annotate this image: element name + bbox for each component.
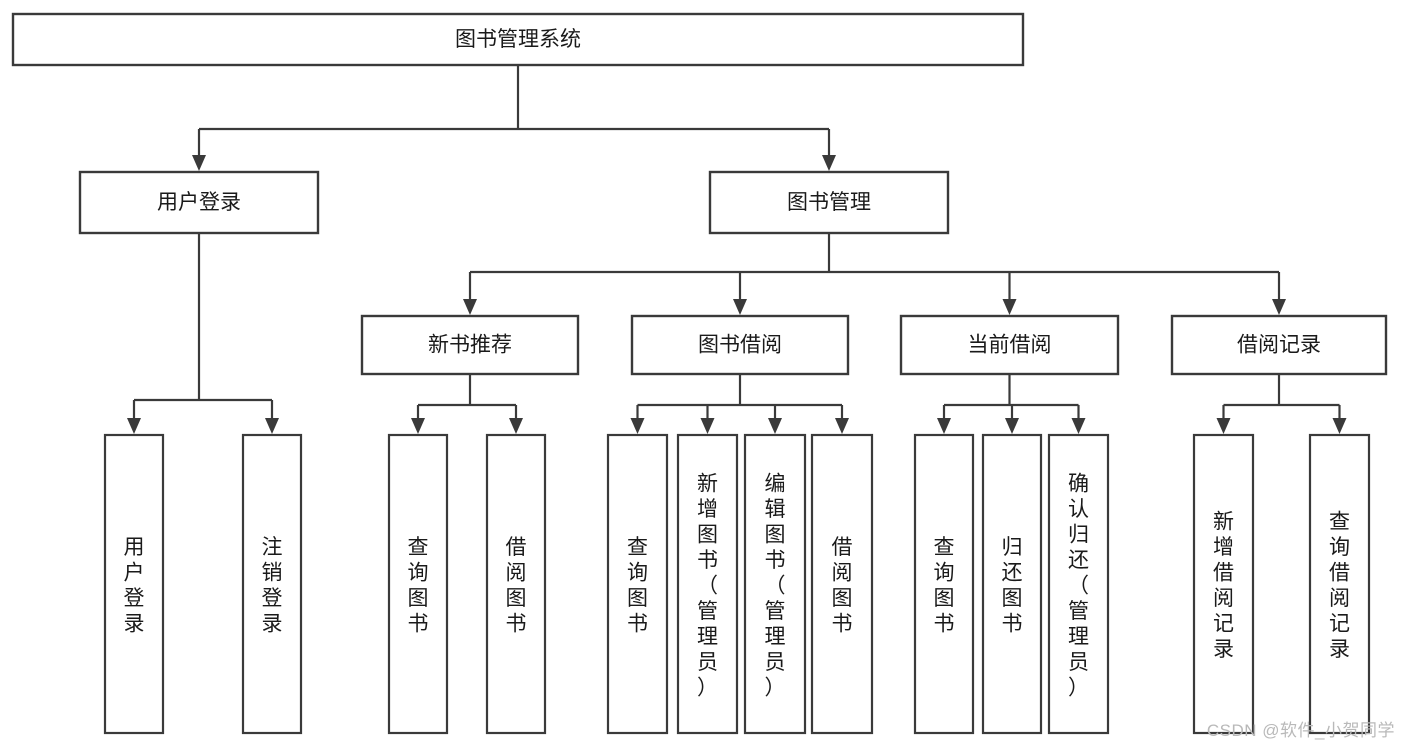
arrow-head-icon bbox=[192, 155, 206, 171]
node-r-query[interactable]: 查询借阅记录 bbox=[1308, 433, 1371, 735]
node-box bbox=[708, 170, 950, 235]
node-box bbox=[1047, 433, 1110, 735]
arrow-head-icon bbox=[1071, 418, 1086, 434]
arrow-head-icon bbox=[700, 418, 715, 434]
node-label: 确认归还（管理员） bbox=[1068, 472, 1089, 699]
node-c-query[interactable]: 查询图书 bbox=[913, 433, 975, 735]
node-label: 当前借阅 bbox=[968, 334, 1052, 357]
node-label: 图书管理 bbox=[787, 191, 871, 214]
node-label: 查询借阅记录 bbox=[1329, 511, 1350, 662]
node-c-return[interactable]: 归还图书 bbox=[981, 433, 1043, 735]
arrow-head-icon bbox=[1216, 418, 1231, 434]
node-box bbox=[1192, 433, 1255, 735]
arrow-head-icon bbox=[411, 418, 425, 434]
arrow-head-icon bbox=[1005, 418, 1019, 434]
node-box bbox=[606, 433, 669, 735]
node-label: 注销登录 bbox=[262, 536, 283, 636]
arrow-head-icon bbox=[1002, 299, 1017, 315]
node-box bbox=[387, 433, 449, 735]
node-b-lend[interactable]: 借阅图书 bbox=[810, 433, 874, 735]
edges-layer bbox=[127, 65, 1347, 434]
arrow-head-icon bbox=[630, 418, 645, 434]
arrow-head-icon bbox=[463, 299, 477, 315]
node-r-add[interactable]: 新增借阅记录 bbox=[1192, 433, 1255, 735]
arrow-head-icon bbox=[1272, 299, 1286, 315]
node-label: 图书管理系统 bbox=[455, 28, 581, 51]
node-label: 用户登录 bbox=[157, 191, 241, 214]
node-label: 借阅图书 bbox=[832, 536, 853, 636]
node-box bbox=[981, 433, 1043, 735]
arrow-head-icon bbox=[265, 418, 279, 434]
node-b-query[interactable]: 查询图书 bbox=[606, 433, 669, 735]
node-box bbox=[360, 314, 580, 376]
node-current[interactable]: 当前借阅 bbox=[899, 314, 1120, 376]
arrow-head-icon bbox=[937, 418, 951, 434]
node-label: 查询图书 bbox=[627, 536, 648, 636]
node-box bbox=[103, 433, 165, 735]
node-label: 查询图书 bbox=[408, 536, 429, 636]
node-n-borrow[interactable]: 借阅图书 bbox=[485, 433, 547, 735]
node-box bbox=[78, 170, 320, 235]
node-c-confirm[interactable]: 确认归还（管理员） bbox=[1047, 433, 1110, 735]
node-box bbox=[485, 433, 547, 735]
node-b-add[interactable]: 新增图书（管理员） bbox=[676, 433, 739, 735]
node-box bbox=[913, 433, 975, 735]
node-label: 新增图书（管理员） bbox=[697, 472, 718, 699]
csdn-watermark: CSDN @软件_小贺同学 bbox=[1206, 721, 1395, 740]
node-label: 归还图书 bbox=[1002, 536, 1023, 636]
node-n-query[interactable]: 查询图书 bbox=[387, 433, 449, 735]
node-b-edit[interactable]: 编辑图书（管理员） bbox=[743, 433, 807, 735]
arrow-head-icon bbox=[768, 418, 782, 434]
node-box bbox=[630, 314, 850, 376]
node-label: 用户登录 bbox=[124, 536, 145, 636]
node-box bbox=[241, 433, 303, 735]
node-box bbox=[810, 433, 874, 735]
arrow-head-icon bbox=[733, 299, 747, 315]
node-bookmgmt[interactable]: 图书管理 bbox=[708, 170, 950, 235]
arrow-head-icon bbox=[1332, 418, 1347, 434]
arrow-head-icon bbox=[127, 418, 141, 434]
node-l-logout[interactable]: 注销登录 bbox=[241, 433, 303, 735]
nodes-layer: 图书管理系统用户登录图书管理新书推荐图书借阅当前借阅借阅记录用户登录注销登录查询… bbox=[11, 12, 1388, 735]
node-box bbox=[1170, 314, 1388, 376]
node-box bbox=[743, 433, 807, 735]
node-box bbox=[676, 433, 739, 735]
node-label: 新增借阅记录 bbox=[1213, 511, 1234, 662]
node-label: 图书借阅 bbox=[698, 334, 782, 357]
node-login[interactable]: 用户登录 bbox=[78, 170, 320, 235]
node-box bbox=[1308, 433, 1371, 735]
node-label: 编辑图书（管理员） bbox=[765, 472, 786, 699]
node-borrow[interactable]: 图书借阅 bbox=[630, 314, 850, 376]
node-label: 借阅记录 bbox=[1237, 334, 1321, 357]
node-root[interactable]: 图书管理系统 bbox=[11, 12, 1025, 67]
node-l-login[interactable]: 用户登录 bbox=[103, 433, 165, 735]
node-label: 借阅图书 bbox=[506, 536, 527, 636]
arrow-head-icon bbox=[509, 418, 523, 434]
node-label: 查询图书 bbox=[934, 536, 955, 636]
arrow-head-icon bbox=[822, 155, 836, 171]
node-newbook[interactable]: 新书推荐 bbox=[360, 314, 580, 376]
arrow-head-icon bbox=[835, 418, 849, 434]
node-label: 新书推荐 bbox=[428, 334, 512, 357]
node-box bbox=[899, 314, 1120, 376]
node-records[interactable]: 借阅记录 bbox=[1170, 314, 1388, 376]
node-box bbox=[11, 12, 1025, 67]
